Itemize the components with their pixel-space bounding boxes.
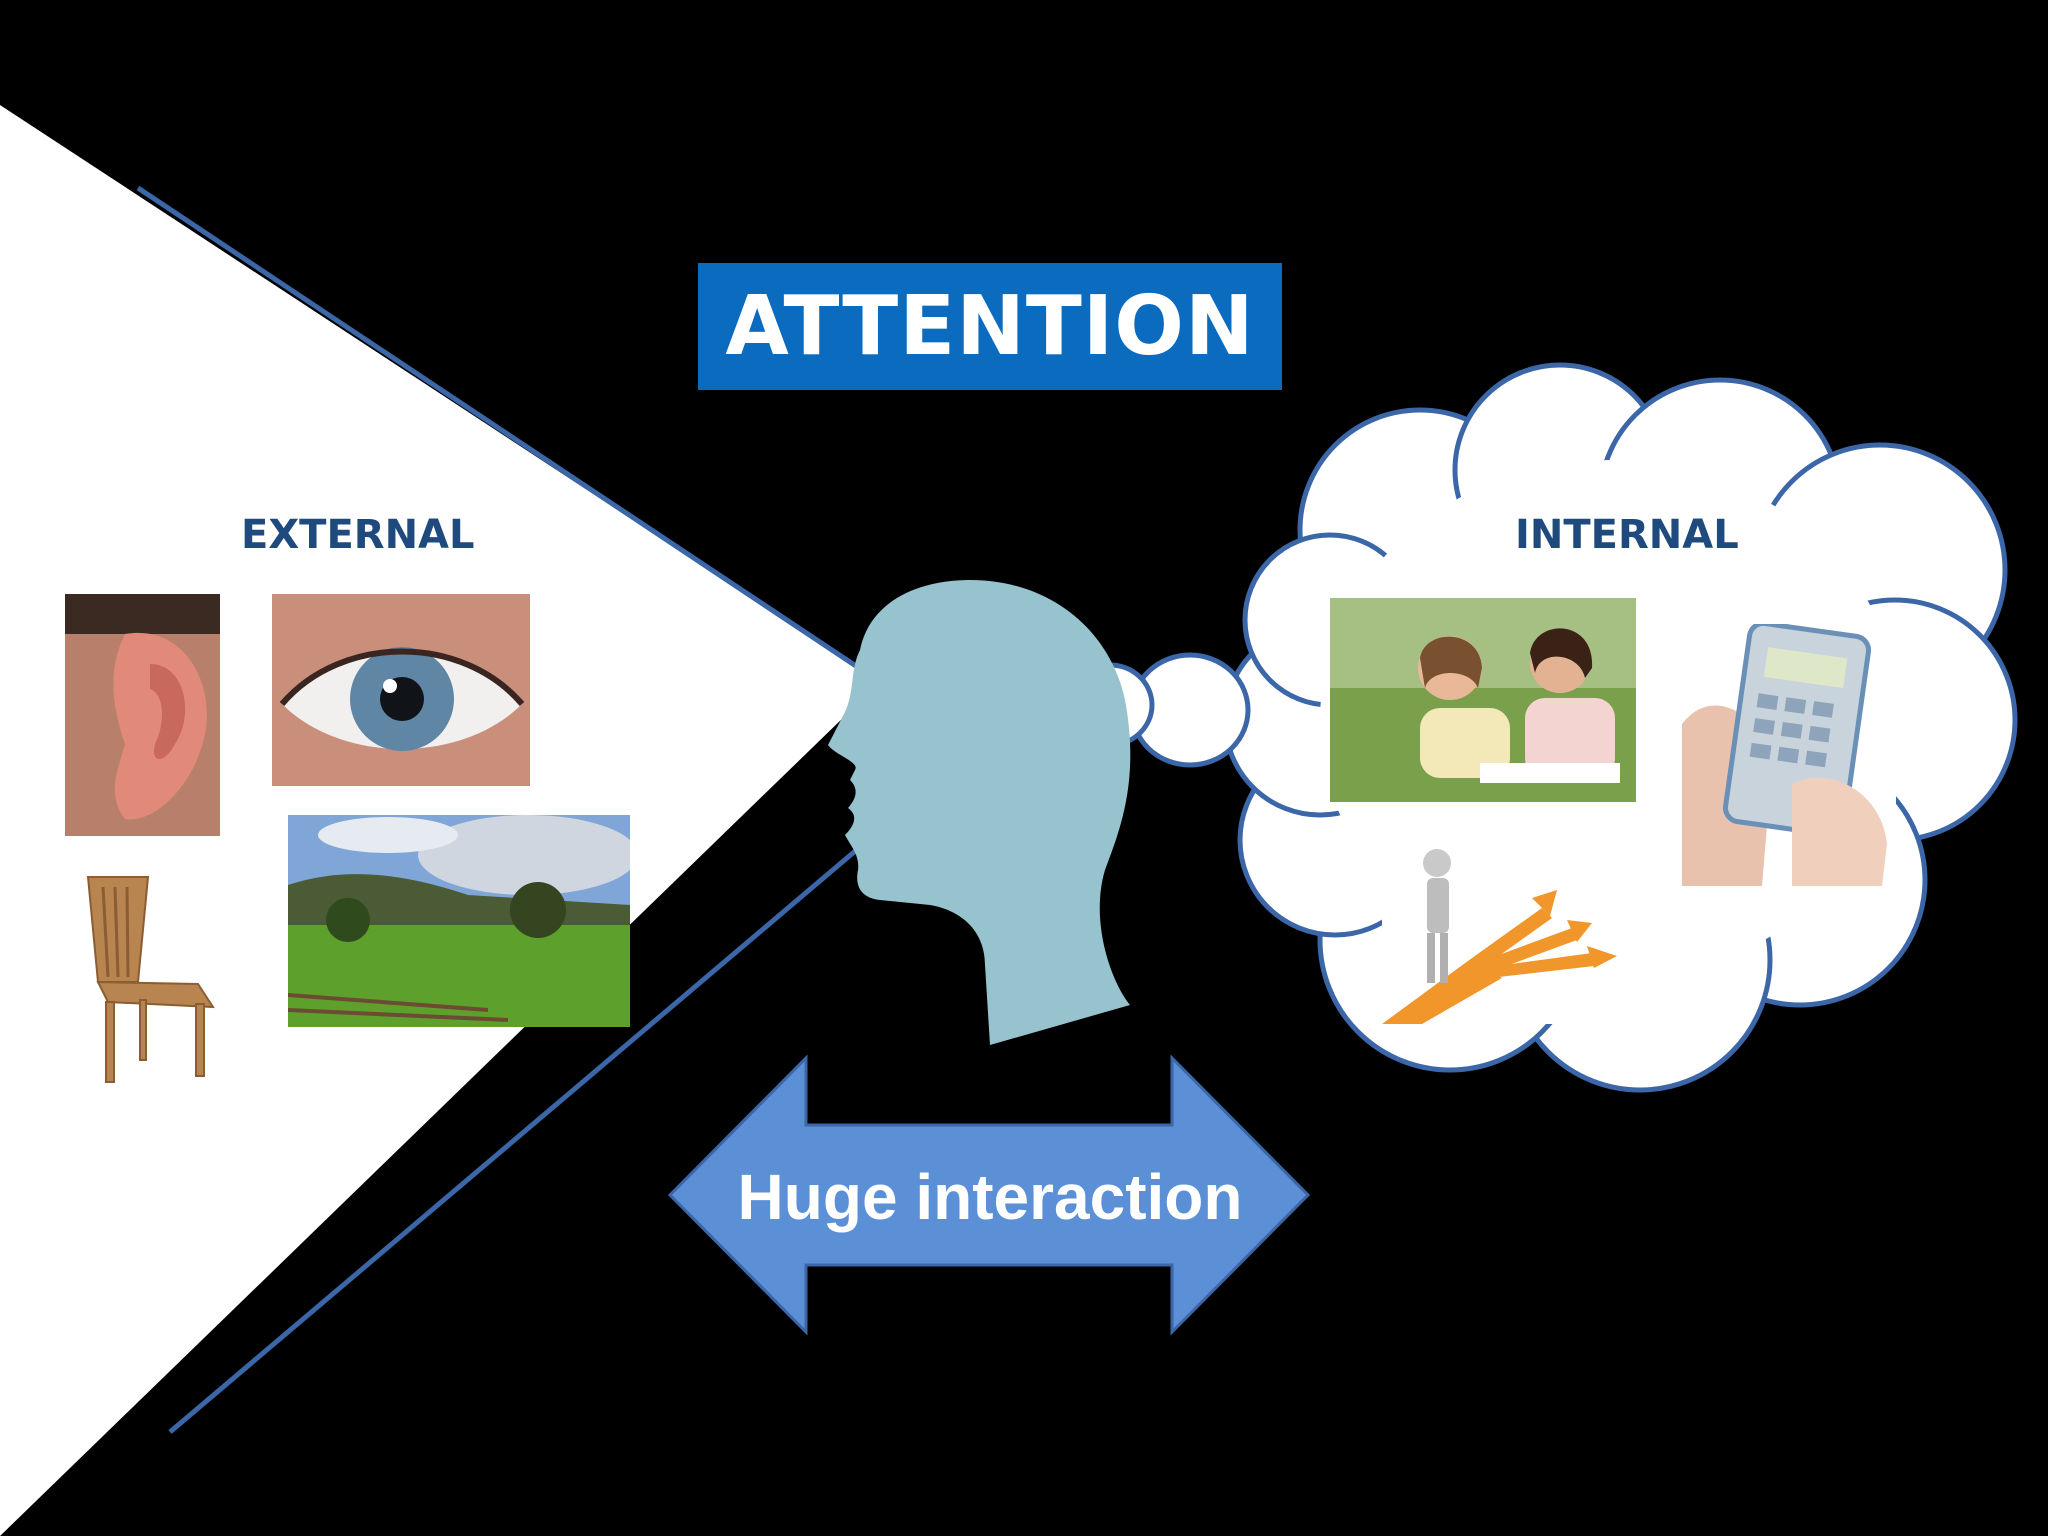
external-field-lower-line	[168, 828, 882, 1434]
interaction-arrow-text: Huge interaction	[737, 1161, 1243, 1233]
head-silhouette	[828, 580, 1131, 1045]
internal-label: INTERNAL	[1515, 512, 1739, 558]
landscape-photo	[288, 815, 630, 1027]
external-label: EXTERNAL	[241, 512, 475, 558]
chair-photo	[78, 872, 220, 1087]
mother-daughter-photo	[1330, 598, 1636, 802]
ear-photo	[65, 594, 220, 836]
calculator-photo	[1682, 624, 1896, 886]
page-title: ATTENTION	[725, 279, 1255, 374]
interaction-arrow	[667, 1054, 1311, 1336]
external-field-upper-line	[136, 185, 882, 685]
decision-arrows-figure	[1382, 838, 1634, 1024]
attention-title-box: ATTENTION	[698, 263, 1282, 390]
eye-photo	[272, 594, 530, 786]
